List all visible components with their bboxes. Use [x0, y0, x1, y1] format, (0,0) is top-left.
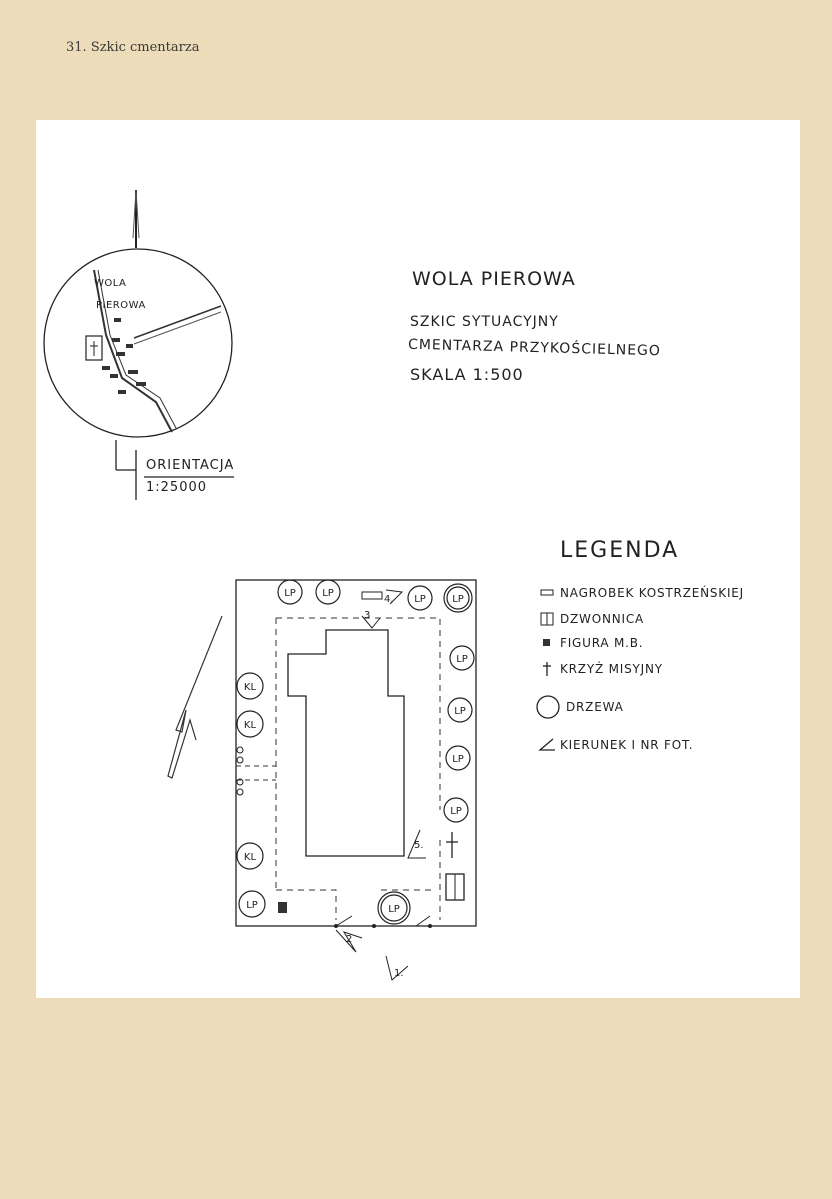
- tree-label: LP: [452, 754, 464, 765]
- road-main: [93, 269, 173, 433]
- tree-icon: [238, 890, 266, 918]
- photo-number: 5.: [414, 840, 424, 851]
- village-name-line1: WOLA: [94, 278, 127, 289]
- tree-label: KL: [244, 852, 257, 863]
- tree-label: LP: [450, 806, 462, 817]
- tree-icon: [445, 745, 471, 771]
- tree-icon: [236, 842, 264, 870]
- legend-item-cross: KRZYŻ MISYJNY: [534, 658, 663, 680]
- cemetery-plan: LP LP LP LP LP LP LP LP LP KL KL KL LP 1…: [167, 579, 477, 981]
- tree-icon: [443, 797, 469, 823]
- orientation-circle: [43, 248, 233, 438]
- tree-icon: [534, 693, 560, 721]
- tree-label: LP: [456, 654, 468, 665]
- tree-icon: [407, 585, 433, 611]
- photo-number: 2: [346, 934, 352, 945]
- tree-icon: [236, 672, 264, 700]
- sketch-subtitle-line1: SZKIC SYTUACYJNY: [410, 314, 559, 330]
- tree-icon: [443, 583, 473, 613]
- cross-icon: [534, 661, 560, 677]
- tree-label: LP: [246, 900, 258, 911]
- tree-label: KL: [244, 720, 257, 731]
- figure-plan-icon: [278, 902, 287, 913]
- page-header: 31. Szkic cmentarza: [66, 40, 200, 55]
- sketch-sheet: WOLA PIEROWA ORIENTACJA 1:25000 WOLA PIE…: [36, 120, 800, 998]
- sketch-title: WOLA PIEROWA: [412, 268, 576, 290]
- photo-number: 1.: [394, 968, 404, 979]
- tree-label: LP: [454, 706, 466, 717]
- cemetery-boundary: [235, 579, 477, 927]
- tombstone-icon: [534, 589, 560, 597]
- tree-icon: [277, 579, 303, 605]
- photo-number: 4.: [384, 594, 394, 605]
- tree-icon: [315, 579, 341, 605]
- direction-arrow-icon: [534, 737, 560, 753]
- tree-label: LP: [284, 588, 296, 599]
- orientation-scale: 1:25000: [146, 480, 208, 495]
- village-name-line2: PIEROWA: [96, 300, 146, 311]
- figure-icon: [534, 638, 560, 648]
- church-outline: [287, 629, 405, 857]
- tombstone-plan-icon: [361, 591, 383, 600]
- road-side: [133, 305, 222, 339]
- legend-title: LEGENDA: [560, 538, 680, 563]
- tree-label: KL: [244, 682, 257, 693]
- orientation-label: ORIENTACJA: [146, 458, 235, 473]
- legend-item-belfry: DZWONNICA: [534, 608, 644, 630]
- tree-icon: [447, 697, 473, 723]
- photo-number: 3: [364, 610, 370, 621]
- tree-label: LP: [322, 588, 334, 599]
- tree-icon: [236, 710, 264, 738]
- belfry-icon: [534, 612, 560, 626]
- sketch-scale: SKALA 1:500: [410, 365, 524, 384]
- plan-north-arrow-icon: [167, 615, 223, 779]
- tree-label: LP: [414, 594, 426, 605]
- legend-item-direction: KIERUNEK I NR FOT.: [534, 734, 693, 756]
- legend-item-figure: FIGURA M.B.: [534, 632, 643, 654]
- church-mini-icon: [85, 335, 103, 361]
- tree-icon: [377, 891, 411, 925]
- tree-label: LP: [452, 594, 464, 605]
- legend-item-tombstone: NAGROBEK KOSTRZEŃSKIEJ: [534, 582, 744, 604]
- legend-item-tree: DRZEWA: [534, 693, 624, 721]
- tree-label: LP: [388, 904, 400, 915]
- tree-icon: [449, 645, 475, 671]
- orientation-map: [43, 189, 234, 500]
